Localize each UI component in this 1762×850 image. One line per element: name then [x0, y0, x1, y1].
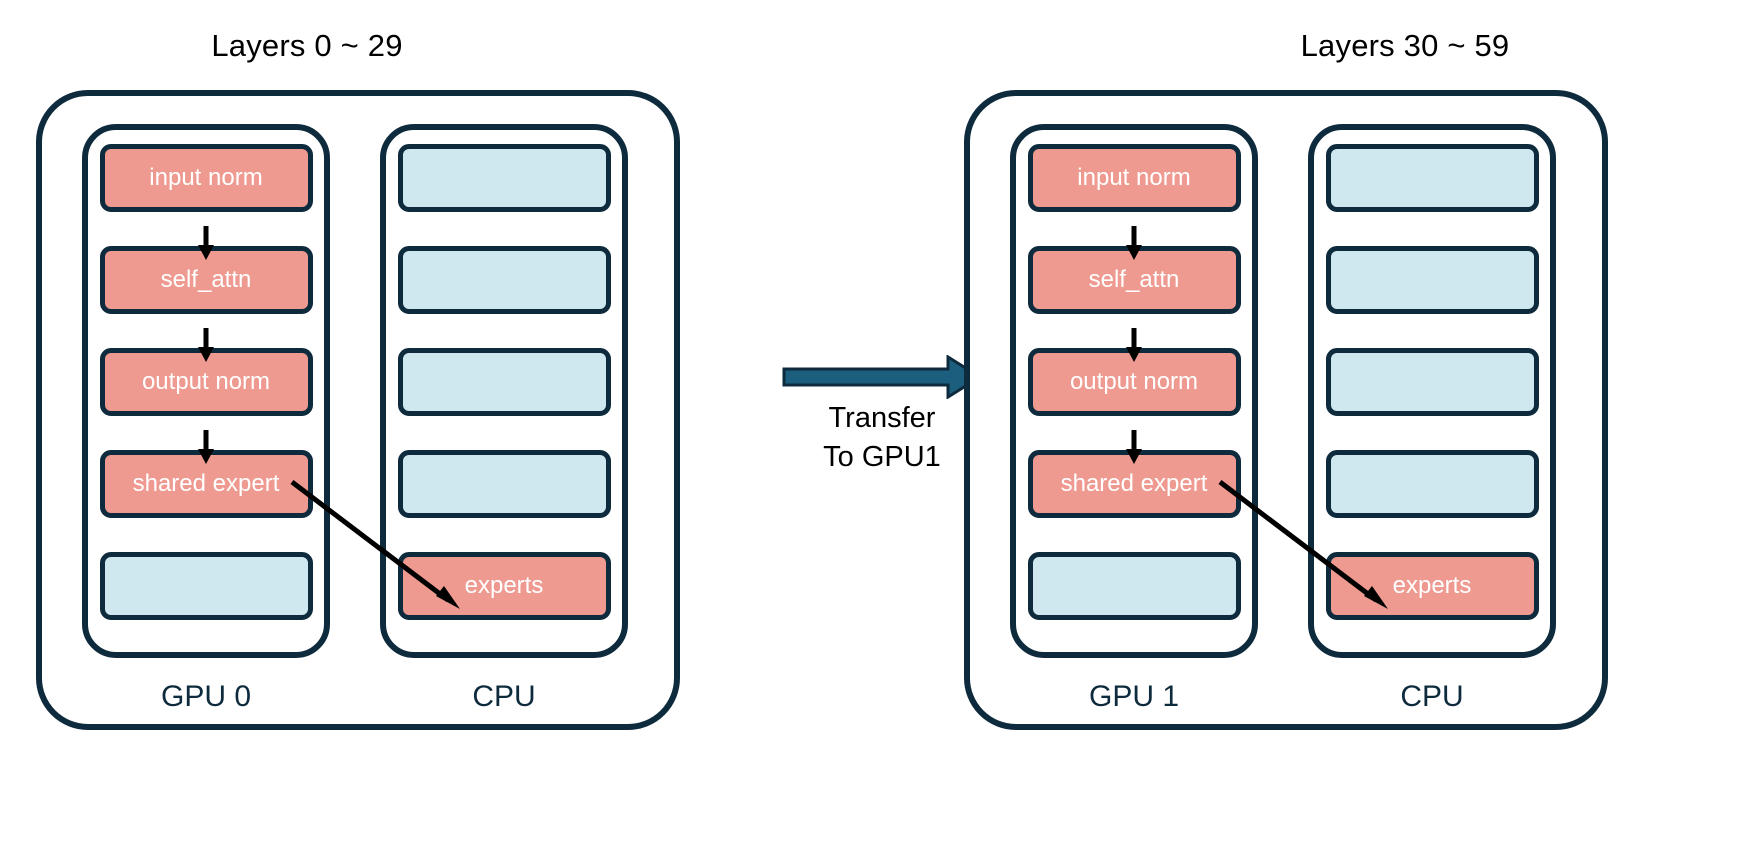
cpu-slot-3[interactable]: [1325, 348, 1539, 416]
module-placeholder[interactable]: [1027, 552, 1241, 620]
cpu-slot-3[interactable]: [397, 348, 611, 416]
cpu-slot-2[interactable]: [1325, 246, 1539, 314]
module-shared-expert[interactable]: shared expert: [1027, 450, 1241, 518]
module-input-norm[interactable]: input norm: [99, 144, 313, 212]
gpu-column-0: input norm self_attn output norm shared …: [82, 124, 330, 658]
cpu-slot-1[interactable]: [1325, 144, 1539, 212]
transfer-label-line2: To GPU1: [823, 440, 941, 473]
module-self-attn[interactable]: self_attn: [99, 246, 313, 314]
cpu-slot-4[interactable]: [397, 450, 611, 518]
group-layers-30-59: Layers 30 ~ 59 input norm self_attn outp…: [962, 0, 1692, 850]
cpu-slot-4[interactable]: [1325, 450, 1539, 518]
transfer-label-line1: Transfer: [828, 402, 936, 434]
gpu-label-0: GPU 0: [160, 680, 252, 713]
device-shell-left: input norm self_attn output norm shared …: [36, 90, 680, 730]
cpu-column-1: experts: [1308, 124, 1556, 658]
transfer-arrow-icon: [782, 355, 982, 399]
gpu-column-1: input norm self_attn output norm shared …: [1010, 124, 1258, 658]
cpu-label-0: CPU: [472, 680, 536, 713]
transfer-label: Transfer To GPU1: [782, 399, 982, 476]
cpu-slot-2[interactable]: [397, 246, 611, 314]
cpu-label-1: CPU: [1400, 680, 1464, 713]
gpu-label-1: GPU 1: [1088, 680, 1180, 713]
module-self-attn[interactable]: self_attn: [1027, 246, 1241, 314]
cpu-slot-1[interactable]: [397, 144, 611, 212]
device-shell-right: input norm self_attn output norm shared …: [964, 90, 1608, 730]
group-title-left: Layers 0 ~ 29: [211, 28, 403, 63]
group-title-right: Layers 30 ~ 59: [1300, 28, 1510, 63]
module-shared-expert[interactable]: shared expert: [99, 450, 313, 518]
transfer-group: Transfer To GPU1: [782, 355, 982, 515]
module-output-norm[interactable]: output norm: [1027, 348, 1241, 416]
module-experts[interactable]: experts: [1325, 552, 1539, 620]
module-placeholder[interactable]: [99, 552, 313, 620]
module-output-norm[interactable]: output norm: [99, 348, 313, 416]
cpu-column-0: experts: [380, 124, 628, 658]
module-experts[interactable]: experts: [397, 552, 611, 620]
group-layers-0-29: Layers 0 ~ 29 input norm self_attn outpu…: [12, 0, 742, 850]
module-input-norm[interactable]: input norm: [1027, 144, 1241, 212]
